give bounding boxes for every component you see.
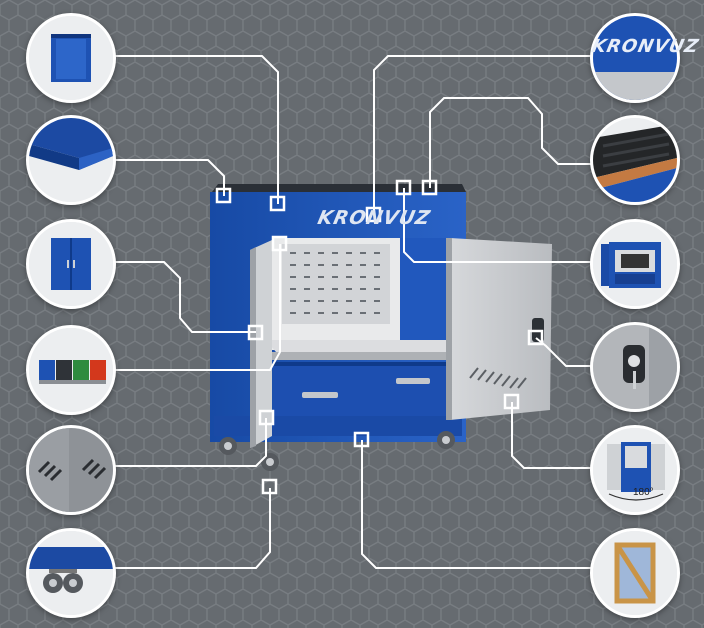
logo-zoom-icon bbox=[590, 13, 680, 103]
cabinet-open-icon bbox=[590, 219, 680, 309]
callout-markers bbox=[215, 179, 544, 495]
rotation-label: 180° bbox=[633, 487, 654, 498]
main-cabinet bbox=[210, 184, 552, 471]
worktop-mat-icon bbox=[590, 115, 680, 205]
lock-handle-icon bbox=[590, 322, 680, 412]
vent-slots-icon bbox=[26, 425, 116, 515]
caster-wheels-icon bbox=[26, 528, 116, 618]
callout-lines bbox=[112, 55, 592, 569]
cabinet-logo: KRONVUZ bbox=[315, 207, 433, 229]
cabinet-doors-icon bbox=[26, 219, 116, 309]
cabinet-frame-icon bbox=[26, 13, 116, 103]
color-variants-icon bbox=[26, 325, 116, 415]
logo-zoom-text: KRONVUZ bbox=[589, 36, 702, 57]
open-door-180-icon bbox=[590, 425, 680, 515]
packaging-crate-icon bbox=[590, 528, 680, 618]
edge-corner-icon bbox=[26, 115, 116, 205]
